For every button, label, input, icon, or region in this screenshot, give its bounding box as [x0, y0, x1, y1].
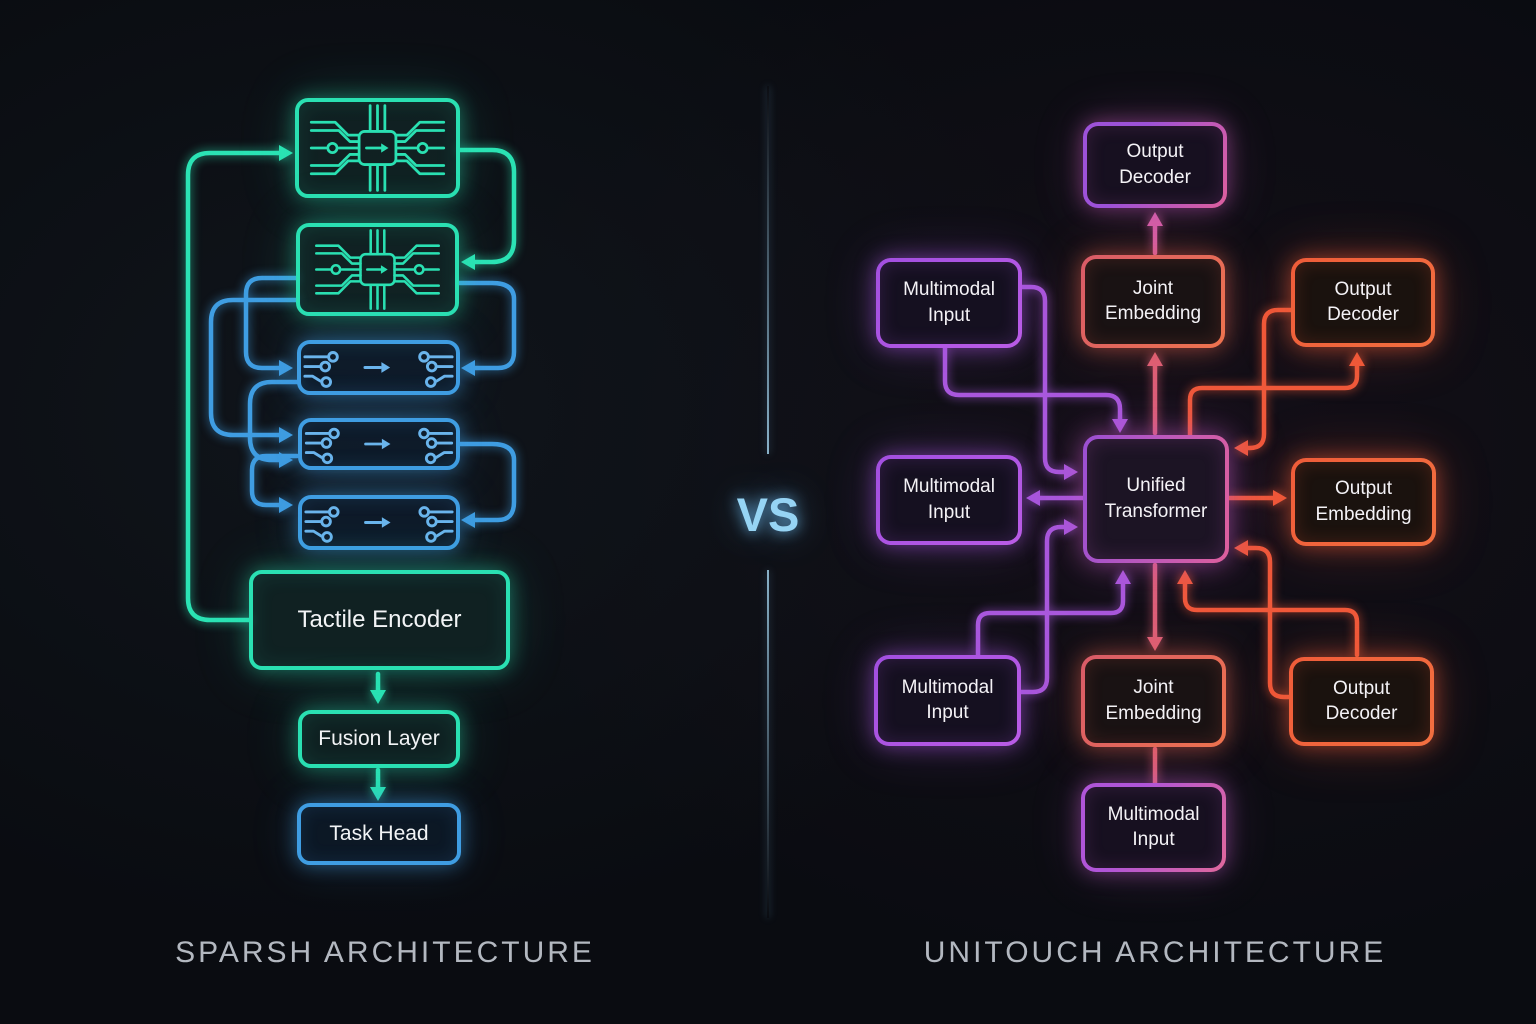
node-joint-embedding-bottom: Joint Embedding — [1081, 655, 1226, 747]
node-label: Embedding — [1104, 303, 1202, 324]
circuit-chip-icon — [315, 229, 440, 310]
node-label: Input — [926, 702, 969, 723]
node-label: Input — [927, 501, 971, 523]
divider-line-top — [767, 86, 769, 454]
node-unified-transformer: Unified Transformer — [1083, 435, 1229, 563]
node-task-head: Task Head — [297, 803, 461, 865]
node-label: Output — [1332, 677, 1391, 699]
node-label: Multimodal — [1107, 803, 1200, 825]
node-multimodal-input-top: Multimodal Input — [876, 258, 1022, 348]
node-label: Embedding — [1315, 503, 1412, 525]
node-output-decoder-top: Output Decoder — [1083, 122, 1227, 208]
node-label: Task Head — [329, 822, 429, 845]
node-label: Output — [1334, 278, 1392, 300]
node-multimodal-input-bottom-center: Multimodal Input — [1081, 783, 1226, 872]
node-label: Unified — [1126, 475, 1186, 497]
node-label: Transformer — [1104, 500, 1208, 522]
rose-connectors — [1147, 352, 1163, 786]
node-label: Tactile Encoder — [297, 606, 462, 633]
node-label: Output — [1334, 478, 1393, 500]
orange-connectors — [1177, 307, 1365, 700]
circuit-trace-icon — [303, 351, 454, 388]
encoder-chip-block-2 — [296, 223, 459, 316]
teal-connectors — [185, 145, 517, 801]
magenta-connectors — [1147, 212, 1163, 256]
node-label: Input — [1132, 829, 1175, 850]
node-label: Fusion Layer — [318, 727, 440, 750]
node-output-embedding: Output Embedding — [1291, 458, 1436, 546]
circuit-chip-icon — [309, 104, 446, 192]
node-label: Multimodal — [903, 279, 995, 301]
circuit-trace-icon — [304, 427, 454, 465]
circuit-trace-icon — [304, 506, 454, 543]
vs-label: VS — [736, 488, 800, 541]
divider-line-bottom — [767, 570, 769, 918]
node-output-decoder-upper-right: Output Decoder — [1291, 258, 1435, 347]
node-label: Input — [927, 304, 971, 326]
node-label: Embedding — [1105, 702, 1202, 724]
node-label: Joint — [1133, 677, 1174, 699]
node-label: Joint — [1132, 277, 1174, 299]
node-label: Output — [1126, 141, 1184, 163]
transformer-layer-block-3 — [298, 495, 460, 550]
encoder-chip-block-1 — [295, 98, 460, 198]
transformer-layer-block-2 — [298, 418, 460, 470]
node-fusion-layer: Fusion Layer — [298, 710, 460, 768]
transformer-layer-block-1 — [297, 340, 460, 395]
node-multimodal-input-bottom-left: Multimodal Input — [874, 655, 1021, 746]
node-label: Multimodal — [901, 676, 994, 698]
sparsh-architecture-caption: SPARSH ARCHITECTURE — [175, 936, 595, 969]
node-label: Decoder — [1327, 304, 1399, 325]
node-tactile-encoder: Tactile Encoder — [249, 570, 510, 670]
node-label: Decoder — [1119, 166, 1191, 188]
unitouch-architecture-caption: UNITOUCH ARCHITECTURE — [923, 936, 1387, 969]
node-output-decoder-lower-right: Output Decoder — [1289, 657, 1434, 746]
node-joint-embedding-top: Joint Embedding — [1081, 255, 1225, 348]
node-multimodal-input-middle: Multimodal Input — [876, 455, 1022, 545]
purple-connectors — [942, 284, 1131, 695]
blue-connectors — [208, 275, 517, 528]
node-label: Multimodal — [903, 476, 995, 498]
node-label: Decoder — [1325, 703, 1398, 724]
